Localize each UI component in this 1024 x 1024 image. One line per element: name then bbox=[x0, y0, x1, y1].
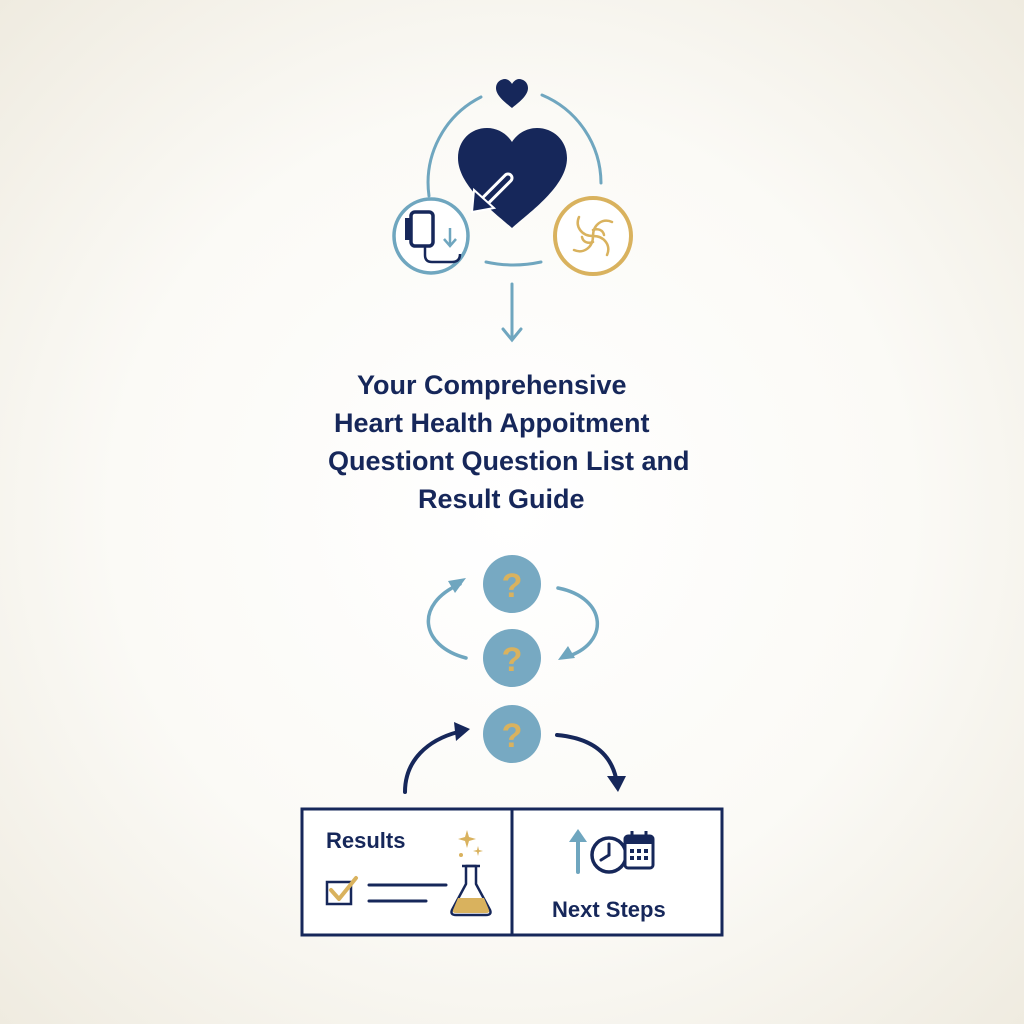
heart-with-arrow-icon bbox=[458, 128, 567, 228]
next-steps-label: Next Steps bbox=[552, 897, 666, 922]
up-arrow-icon bbox=[569, 829, 587, 874]
down-arrow bbox=[501, 282, 523, 343]
arrow-to-questions bbox=[403, 730, 460, 794]
flask-icon bbox=[450, 864, 492, 917]
question-mark-2: ? bbox=[502, 641, 523, 679]
calendar-icon bbox=[623, 831, 655, 870]
ring-arc-right bbox=[540, 93, 603, 185]
blood-pressure-monitor-icon bbox=[392, 197, 470, 275]
arrowhead-to-next-steps bbox=[607, 776, 626, 792]
question-circle-1 bbox=[483, 555, 541, 613]
question-mark-3: ? bbox=[502, 717, 523, 755]
results-label: Results bbox=[326, 828, 406, 853]
arrowhead-to-questions bbox=[454, 722, 470, 741]
clock-icon bbox=[590, 836, 628, 874]
heart-icon bbox=[496, 79, 528, 108]
question-circle-3 bbox=[483, 705, 541, 763]
sparkle-icon bbox=[458, 830, 483, 857]
cycle-arrow-left bbox=[426, 582, 468, 660]
title-line-3: Questiont Question List and bbox=[328, 446, 690, 476]
checkbox-icon bbox=[325, 876, 358, 906]
cycle-arrowhead-right bbox=[558, 646, 575, 660]
cycle-ring bbox=[426, 93, 603, 267]
title-line-4: Result Guide bbox=[418, 484, 585, 514]
arrow-to-next-steps bbox=[555, 733, 618, 780]
results-lines bbox=[367, 883, 448, 903]
cycle-arrow-right bbox=[556, 586, 599, 659]
question-mark-1: ? bbox=[502, 567, 523, 605]
ring-arc-bottom bbox=[484, 260, 543, 267]
ring-arc-left bbox=[426, 95, 483, 198]
next-steps-box bbox=[510, 807, 724, 937]
cycle-arrowhead-left bbox=[448, 578, 466, 593]
title-line-1: Your Comprehensive bbox=[357, 370, 627, 400]
question-circle-2 bbox=[483, 629, 541, 687]
swirl-icon bbox=[553, 196, 633, 276]
title-line-2: Heart Health Appoitment bbox=[334, 408, 650, 438]
